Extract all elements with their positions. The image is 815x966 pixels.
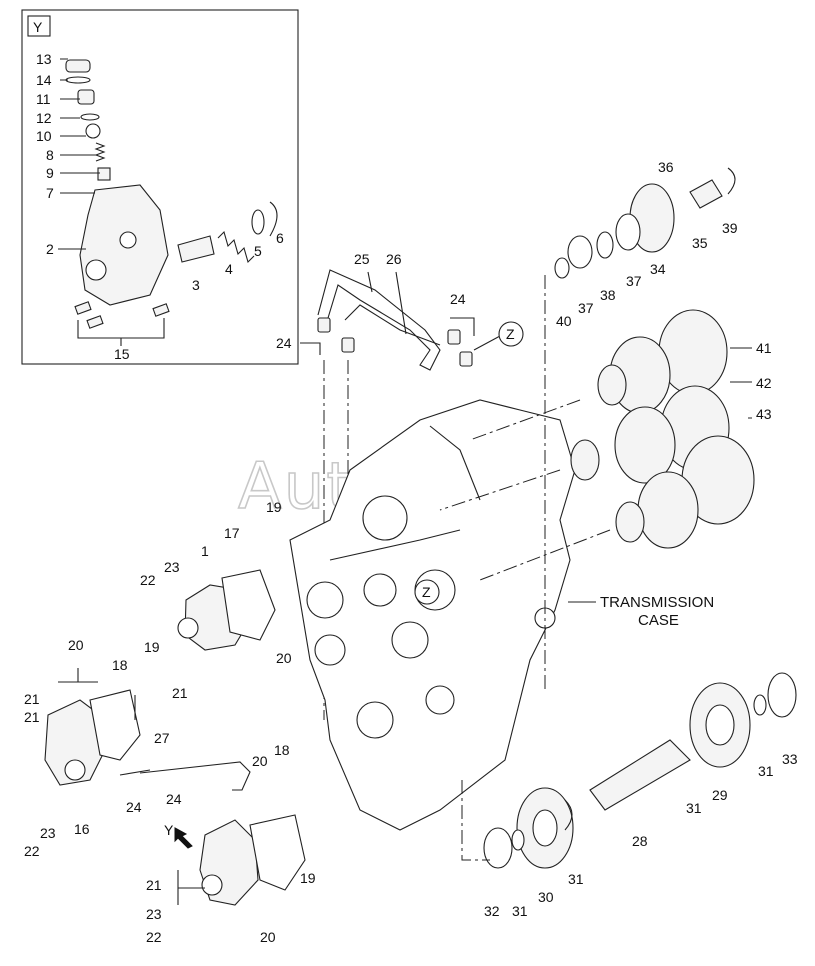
tube-assembly [317, 269, 441, 371]
ref-y-arrow: Y [164, 822, 174, 838]
shaft-gears [439, 309, 755, 581]
inset-tag: Y [33, 19, 43, 35]
callout: 3 [192, 277, 200, 293]
callout: 30 [538, 889, 554, 905]
callout: 25 [354, 251, 370, 267]
callout: 37 [578, 300, 594, 316]
callout: 21 [24, 691, 40, 707]
callout: 20 [260, 929, 276, 945]
callout: 43 [756, 406, 772, 422]
lower-gear-train [461, 672, 797, 869]
case-label-line2: CASE [638, 612, 679, 629]
ref-z-top: Z [506, 326, 515, 342]
callout: 19 [300, 870, 316, 886]
callout: 1 [201, 543, 209, 559]
callout: 41 [756, 340, 772, 356]
inset-leaders [58, 58, 100, 250]
callout: 15 [114, 346, 130, 362]
callout: 34 [650, 261, 666, 277]
callout: 23 [146, 906, 162, 922]
callout: 20 [252, 753, 268, 769]
callout: 23 [164, 559, 180, 575]
callout: 29 [712, 787, 728, 803]
callout: 8 [46, 147, 54, 163]
callout: 32 [484, 903, 500, 919]
callout: 22 [146, 929, 162, 945]
transmission-label: TRANSMISSION [600, 594, 714, 611]
callout: 38 [600, 287, 616, 303]
callout: 24 [450, 291, 466, 307]
callout: 31 [758, 763, 774, 779]
callout: 20 [276, 650, 292, 666]
callout: 14 [36, 72, 52, 88]
callout: 36 [658, 159, 674, 175]
callout: 19 [144, 639, 160, 655]
callout: 18 [112, 657, 128, 673]
ref-circle-z-top [498, 321, 524, 347]
case-label: TRANSMISSION CASE [568, 594, 714, 629]
callout: 13 [36, 51, 52, 67]
callout: 28 [632, 833, 648, 849]
callout: 17 [224, 525, 240, 541]
upper-gear-train [544, 167, 736, 690]
callout: 22 [140, 572, 156, 588]
transmission-case [289, 399, 576, 831]
pump-assembly-inset [65, 59, 278, 346]
callout: 6 [276, 230, 284, 246]
callout: 27 [154, 730, 170, 746]
callout: 31 [568, 871, 584, 887]
callout: 39 [722, 220, 738, 236]
callout: 40 [556, 313, 572, 329]
callout: 10 [36, 128, 52, 144]
callout: 18 [274, 742, 290, 758]
callout: 35 [692, 235, 708, 251]
callout: 9 [46, 165, 54, 181]
callout: 24 [166, 791, 182, 807]
callout: 24 [126, 799, 142, 815]
callout: 11 [36, 91, 51, 107]
callout: 19 [266, 499, 282, 515]
ref-z-case: Z [422, 584, 431, 600]
callout: 24 [276, 335, 292, 351]
callout: 42 [756, 375, 772, 391]
callout: 21 [146, 877, 162, 893]
callout: 7 [46, 185, 54, 201]
callout: 33 [782, 751, 798, 767]
callout: 4 [225, 261, 233, 277]
callout: 5 [254, 243, 262, 259]
callout: 20 [68, 637, 84, 653]
callout: 2 [46, 241, 54, 257]
inset-y-frame: Y [21, 9, 299, 365]
callout-numbers: 13 14 11 12 10 8 9 7 2 3 4 5 6 15 25 26 … [24, 51, 798, 945]
callout: 21 [24, 709, 40, 725]
callout: 12 [36, 110, 52, 126]
callout: 22 [24, 843, 40, 859]
callout: 31 [512, 903, 528, 919]
callout: 31 [686, 800, 702, 816]
callout: 26 [386, 251, 402, 267]
ref-circle-z-case [414, 579, 440, 605]
callout: 16 [74, 821, 90, 837]
callout: 21 [172, 685, 188, 701]
left-pump-assemblies [44, 569, 306, 906]
callout: 37 [626, 273, 642, 289]
callout: 23 [40, 825, 56, 841]
